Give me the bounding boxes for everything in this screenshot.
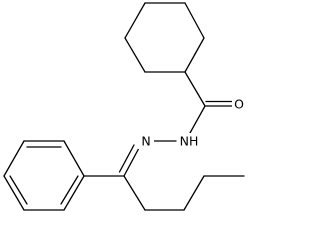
ring-to-carbonyl-bond bbox=[184, 71, 206, 107]
ring-bond bbox=[184, 2, 205, 39]
ring-bond bbox=[124, 2, 146, 39]
ring-bond bbox=[184, 37, 205, 73]
butyl-chain bbox=[123, 175, 245, 211]
benzene-ring bbox=[3, 140, 85, 211]
ring-bond bbox=[124, 37, 146, 73]
cyclohexane-ring bbox=[124, 2, 205, 73]
carbonyl-double-bond bbox=[204, 100, 233, 107]
structure-diagram: O NH N bbox=[3, 2, 246, 211]
oxygen-label: O bbox=[234, 97, 244, 112]
carbonyl-to-nh-bond bbox=[189, 105, 206, 134]
nitrogen-label: N bbox=[141, 134, 150, 149]
nh-label: NH bbox=[180, 134, 199, 149]
imine-double-bond bbox=[118, 144, 140, 177]
